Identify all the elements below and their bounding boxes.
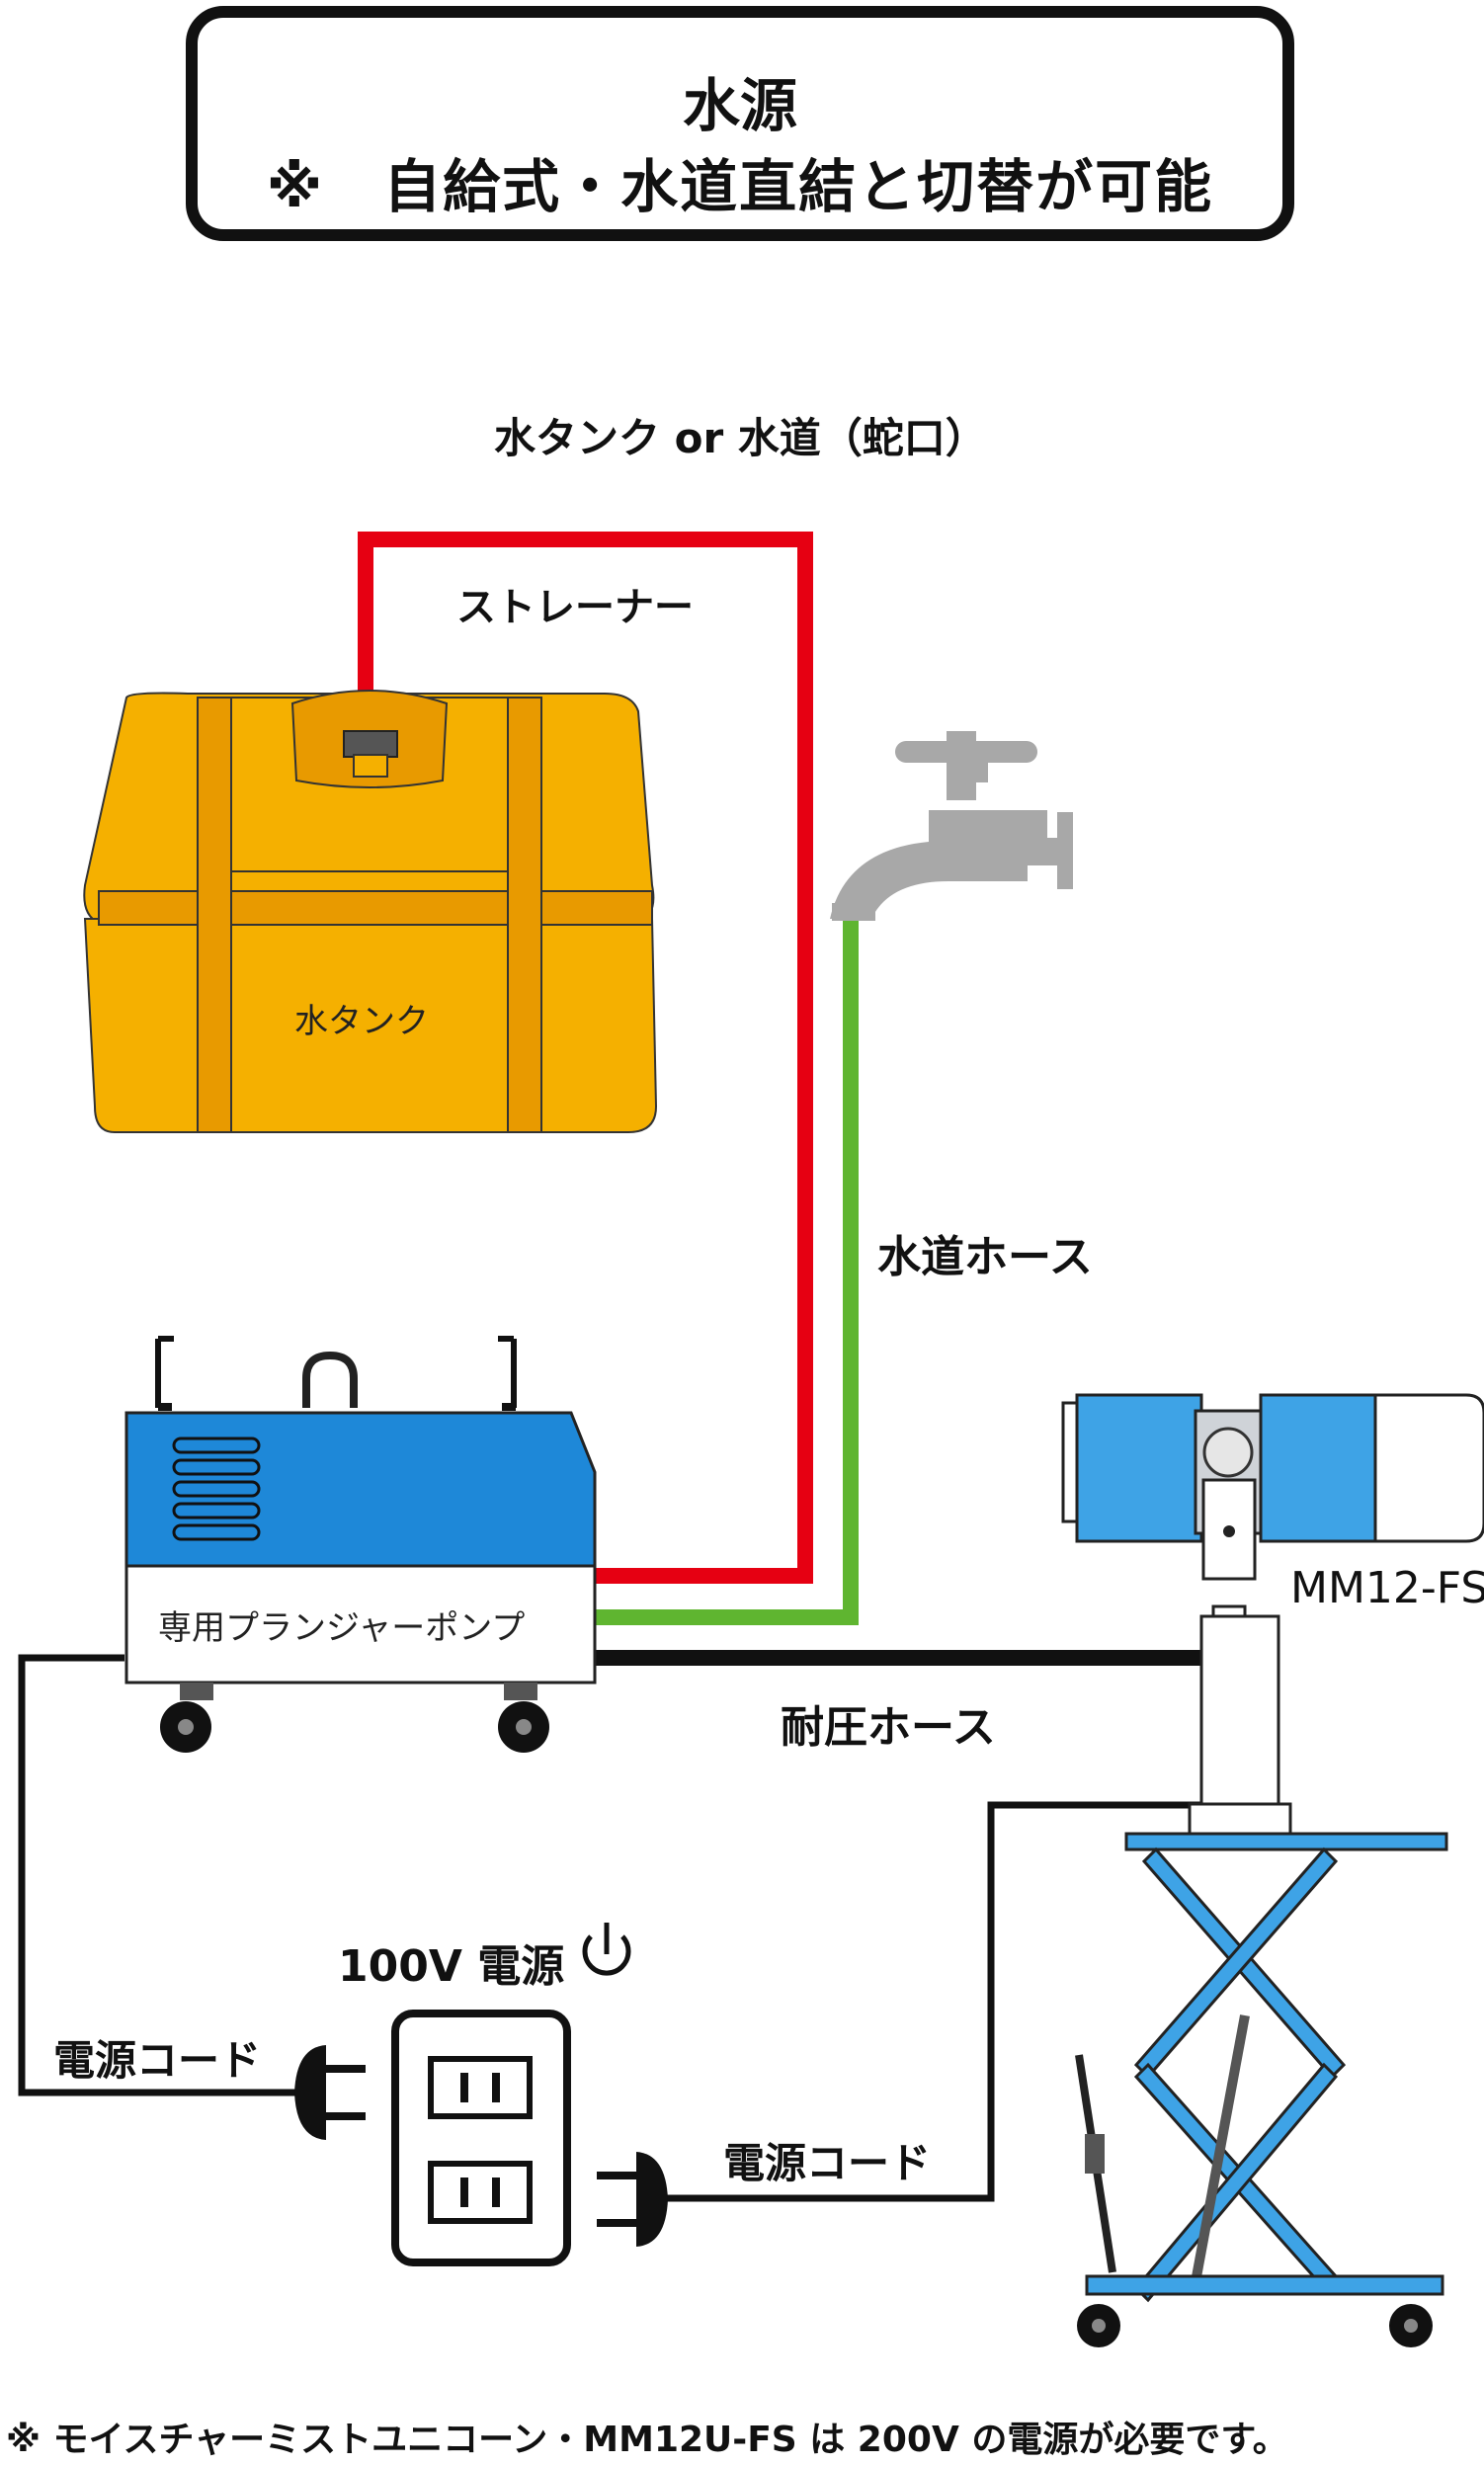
water-tank-label: 水タンク (294, 1002, 429, 1041)
title-line-1: 水源 (682, 72, 797, 139)
power-cord-left-label: 電源コード (53, 2036, 262, 2085)
water-hose-line (591, 919, 859, 1625)
power-icon (582, 1923, 631, 1976)
strainer-label: ストレーナー (456, 585, 694, 630)
power-cord-right-line (657, 1801, 1205, 2202)
outlet-icon (391, 2010, 571, 2266)
faucet-icon (830, 731, 1073, 921)
mist-fan-icon (1061, 1393, 1484, 1836)
power-cord-right-label: 電源コード (723, 2139, 932, 2187)
title-line-2: ※ 自給式・水道直結と切替が可能 (266, 153, 1214, 220)
scissor-lift-icon (1075, 1832, 1448, 2347)
pressure-hose-label: 耐圧ホース (781, 1702, 996, 1753)
title-box: 水源 ※ 自給式・水道直結と切替が可能 (186, 6, 1294, 241)
model-label: MM12-FS (1290, 1563, 1484, 1613)
water-hose-label: 水道ホース (877, 1232, 1093, 1282)
plug-icon (294, 2045, 668, 2247)
power-cord-left-line (18, 1654, 306, 2096)
footnote: ※ モイスチャーミストユニコーン・MM12U-FS は 200V の電源が必要で… (6, 2420, 1288, 2460)
water-tank-icon (83, 690, 658, 1133)
strainer-line (358, 532, 813, 1584)
power-100v-label: 100V 電源 (338, 1941, 565, 1992)
pump-icon (124, 1336, 597, 1753)
water-source-label: 水タンク or 水道（蛇口） (494, 414, 987, 462)
pump-label: 専用プランジャーポンプ (158, 1608, 526, 1648)
